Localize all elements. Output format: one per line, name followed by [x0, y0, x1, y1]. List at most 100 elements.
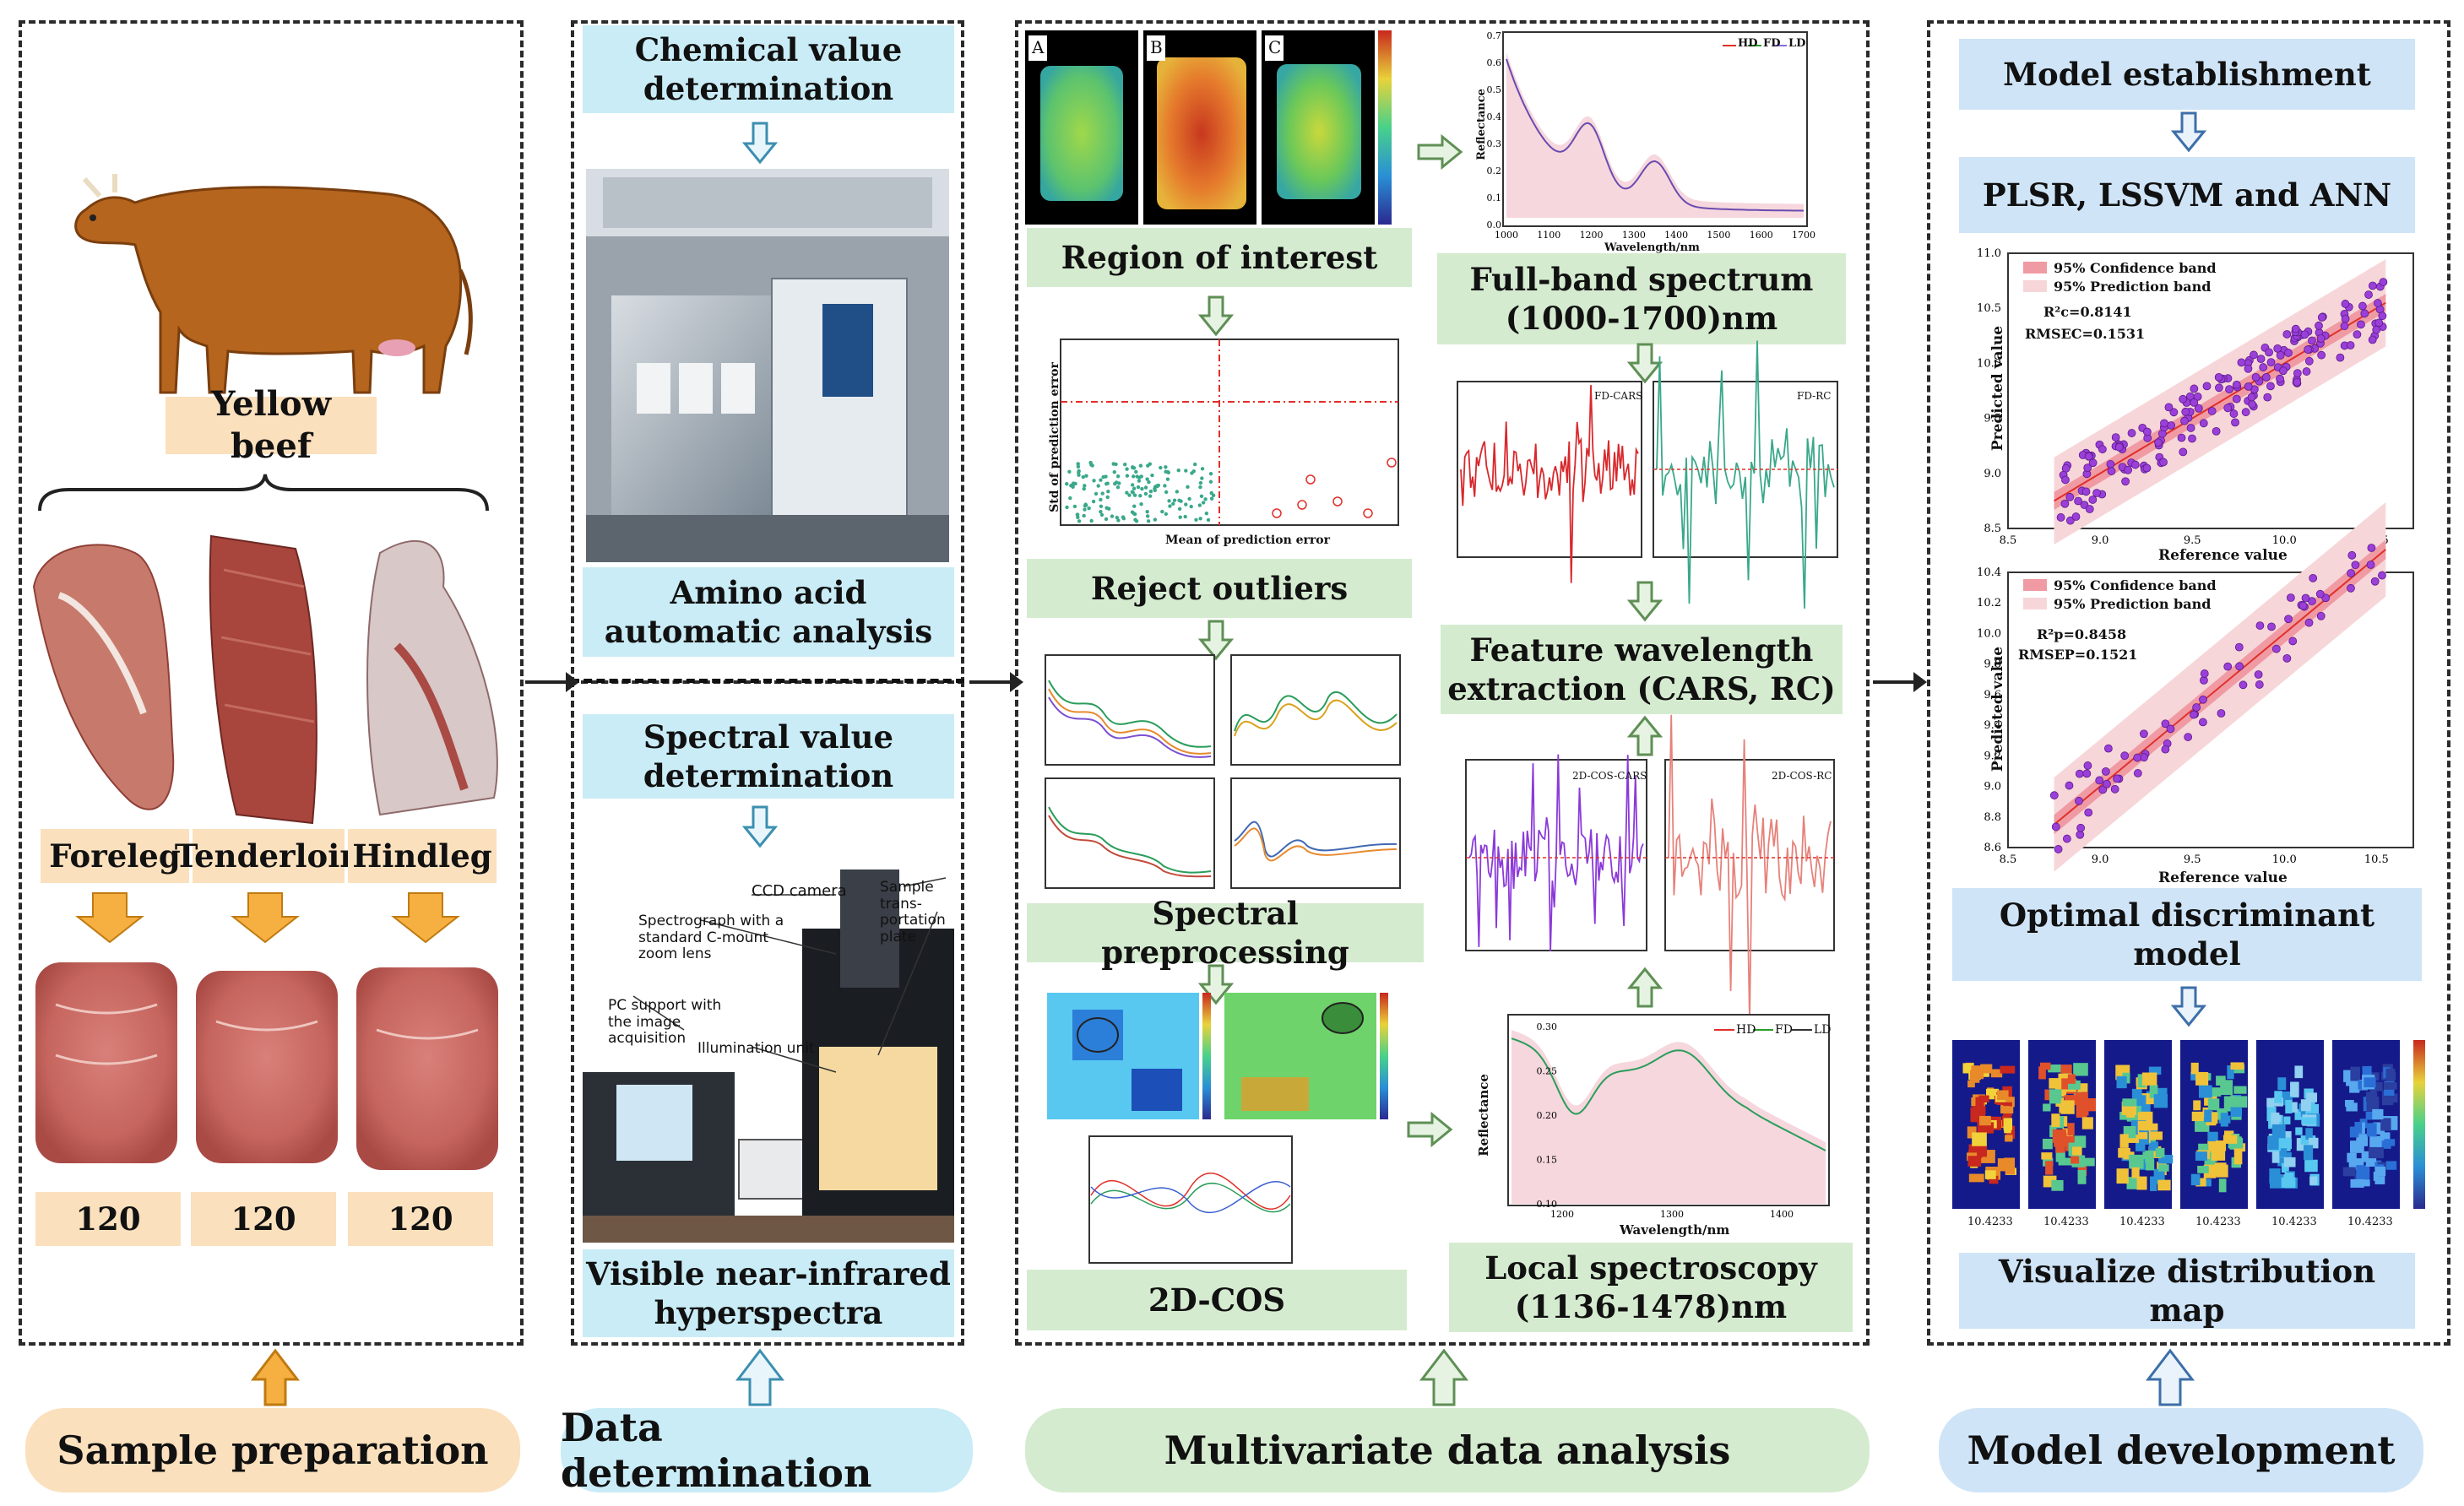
map-pixel — [2300, 1099, 2311, 1112]
local-legend-fd: FD — [1775, 1023, 1793, 1037]
scatter-point — [2298, 601, 2308, 610]
scatter-point — [2065, 516, 2075, 525]
outlier-point — [1132, 493, 1137, 497]
blue-down-arrow — [741, 122, 779, 165]
local-legend-ld: LD — [1814, 1023, 1832, 1037]
x-tick-label: 1400 — [1664, 230, 1688, 241]
outlier-point — [1130, 483, 1135, 487]
right-arrow-roi-to-fullband — [1417, 133, 1463, 171]
map-pixel — [2222, 1135, 2238, 1144]
scatter-point — [2315, 589, 2325, 599]
2dcos-label: 2D-COS — [1027, 1270, 1407, 1330]
outlier-point — [1183, 514, 1187, 519]
green-up-arrow-1 — [1626, 715, 1663, 756]
outlier-point — [1143, 491, 1148, 496]
fullband-x-label: Wavelength/nm — [1604, 241, 1700, 254]
outlier-point — [1106, 489, 1110, 494]
map-pixel — [1990, 1069, 2003, 1078]
map-pixel — [2281, 1162, 2289, 1173]
cut-label-hindleg: Hindleg — [348, 829, 497, 883]
y-tick-label: 0.30 — [1537, 1021, 1558, 1032]
outlier-point — [1147, 479, 1151, 485]
outlier-point — [1075, 512, 1080, 517]
scatter-point — [2164, 403, 2174, 412]
x-tick-label: 1500 — [1707, 230, 1730, 241]
map-pixel — [1997, 1158, 2006, 1172]
map-value-5: 10.4233 — [2271, 1216, 2317, 1228]
outlier-point — [1166, 470, 1171, 475]
outlier-point — [1132, 512, 1137, 516]
outlier-point — [1099, 509, 1103, 514]
hyperspectral-system-photo — [583, 861, 954, 1243]
map-pixel — [2349, 1140, 2364, 1153]
scatter-point — [2315, 321, 2323, 330]
map-pixel — [2304, 1159, 2318, 1173]
scatter-point — [2241, 408, 2250, 417]
scatter-point — [2379, 278, 2388, 287]
map-pixel — [2371, 1081, 2383, 1092]
map-pixel — [2190, 1062, 2199, 1075]
y-tick-label: 0.4 — [1487, 111, 1502, 122]
outlier-point — [1198, 485, 1202, 490]
scatter-point — [2074, 496, 2082, 506]
map-pixel — [2131, 1088, 2142, 1099]
map-pixel — [2343, 1070, 2352, 1082]
outlier-point — [1069, 484, 1073, 488]
map-pixel — [2045, 1161, 2054, 1175]
map-pixel — [2191, 1111, 2204, 1122]
outlier-point — [1153, 488, 1157, 493]
map-pixel — [2049, 1089, 2062, 1104]
outlier-point — [1134, 469, 1138, 474]
y-tick-label: 0.3 — [1487, 138, 1502, 149]
methods-label: PLSR, LSSVM and ANN — [1959, 157, 2415, 233]
outlier-point — [1076, 464, 1081, 469]
y-tick-label: 9.4 — [1984, 719, 2001, 732]
map-pixel — [2051, 1113, 2060, 1127]
map-pixel — [2372, 1108, 2384, 1120]
outlier-point — [1172, 498, 1177, 502]
map-pixel — [2346, 1102, 2358, 1112]
feature-wavelength-label: Feature wavelength extraction (CARS, RC) — [1441, 625, 1843, 714]
x-tick-label: 1400 — [1770, 1209, 1794, 1220]
outlier-point — [1077, 469, 1081, 474]
spectral-preprocessing-label: Spectral preprocessing — [1027, 895, 1424, 971]
scatter-point — [2177, 433, 2186, 442]
feature-charts-2dcos — [1465, 714, 1835, 1021]
map-pixel — [2383, 1082, 2397, 1090]
outlier-point — [1092, 479, 1096, 483]
y-tick-label: 8.5 — [1984, 523, 2001, 535]
scatter-point — [2184, 733, 2193, 741]
roi-letter-a: A — [1032, 37, 1045, 57]
y-tick-label: 0.1 — [1487, 192, 1502, 203]
map-pixel — [2067, 1123, 2075, 1136]
map-value-2: 10.4233 — [2043, 1216, 2089, 1228]
outlier-point — [1115, 474, 1121, 479]
map-pixel — [2042, 1138, 2053, 1150]
map-pixel — [2068, 1080, 2081, 1090]
spectral-value-title: Spectral value determination — [583, 714, 954, 799]
map-pixel — [2148, 1066, 2162, 1075]
map-pixel — [2369, 1135, 2382, 1147]
outlier-point — [1138, 494, 1142, 498]
y-tick-label: 9.6 — [1984, 689, 2001, 702]
outlier-point — [1187, 496, 1191, 501]
map-pixel — [2290, 1081, 2299, 1097]
scatter-point — [2237, 358, 2246, 367]
map-pixel — [2362, 1179, 2370, 1187]
map-pixel — [2211, 1146, 2226, 1161]
scatter-point — [2250, 350, 2258, 360]
map-pixel — [2136, 1095, 2147, 1106]
y-tick-label: 10.5 — [1977, 302, 2001, 315]
scatter-point — [2347, 550, 2357, 560]
map-pixel — [1997, 1090, 2009, 1101]
count-tenderloin: 120 — [191, 1192, 336, 1246]
map-pixel — [2384, 1139, 2396, 1146]
outlier-point — [1209, 496, 1214, 501]
scatter-point — [2304, 345, 2313, 354]
scatter-point — [2181, 407, 2190, 416]
map-pixel — [2071, 1146, 2082, 1156]
map-pixel — [2148, 1141, 2158, 1151]
lblue-down-arrow-2 — [2170, 986, 2207, 1027]
map-pixel — [2136, 1176, 2147, 1190]
